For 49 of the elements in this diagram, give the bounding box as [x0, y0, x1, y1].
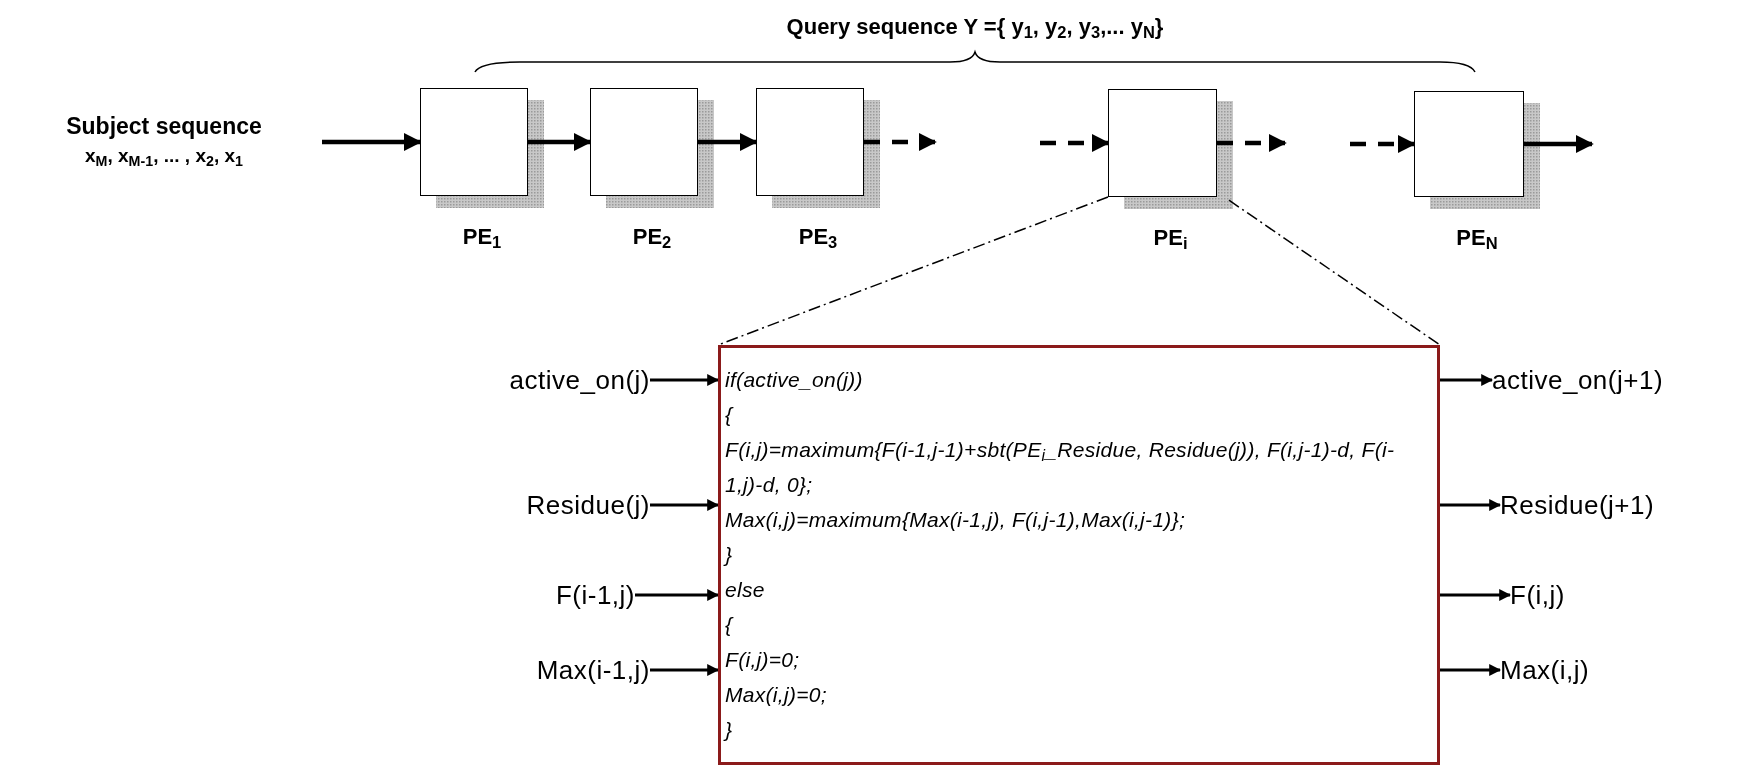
pe-label: PE$_{3}$ — [797, 223, 839, 253]
pe-label: PE$_{N}$ — [1455, 224, 1499, 254]
input-signal: Residue(j) — [526, 488, 650, 522]
pe-logic-box — [718, 345, 1440, 765]
code-line: Max(i,j)=maximum{Max(i-1,j), F(i,j-1),Max(i,j-1)}; — [725, 507, 1187, 533]
arrow — [1040, 134, 1110, 152]
arrow — [650, 499, 720, 511]
arrow — [322, 133, 422, 151]
arrow — [635, 589, 720, 601]
arrow — [864, 133, 937, 151]
output-signal: Residue(j+1) — [1500, 488, 1655, 522]
output-signal: active_on(j+1) — [1492, 363, 1664, 397]
zoom-line — [1228, 199, 1441, 346]
code-line: { — [725, 402, 735, 428]
arrow — [698, 133, 758, 151]
input-signal: F(i-1,j) — [555, 578, 635, 612]
arrow — [528, 133, 592, 151]
processing-element-box — [420, 88, 528, 196]
processing-element-box — [756, 88, 864, 196]
arrow — [1350, 135, 1416, 153]
arrow — [1440, 589, 1512, 601]
processing-element-box — [1414, 91, 1524, 197]
arrow — [650, 374, 720, 386]
input-signal: active_on(j) — [509, 363, 650, 397]
arrow — [650, 664, 720, 676]
arrow — [1440, 499, 1502, 511]
arrow — [1440, 664, 1502, 676]
pe-label: PE$_{i}$ — [1152, 224, 1189, 254]
code-line: } — [725, 542, 734, 568]
output-signal: Max(i,j) — [1500, 653, 1590, 687]
pe-label: PE$_{2}$ — [631, 223, 673, 253]
subject-sequence-elements: x$_{M}$, x$_{M-1}$, ... , x$_{2}$, x$_{1}$ — [85, 144, 243, 170]
arrow — [1217, 134, 1287, 152]
output-signal: F(i,j) — [1510, 578, 1565, 612]
processing-element-box — [590, 88, 698, 196]
code-line: { — [725, 612, 735, 638]
code-line: F(i,j)=0; — [725, 647, 801, 673]
arrow — [1440, 374, 1494, 386]
code-line: F(i,j)=maximum{F(i-1,j-1)+sbt(PE$_{i}$_Residue, Residue(j)), F(i,j-1)-d, F(i-1,j)-d, 0}; — [725, 437, 1396, 498]
subject-sequence-title: Subject sequence — [66, 112, 262, 141]
processing-element-box — [1108, 89, 1217, 197]
arrow — [1524, 135, 1594, 153]
pe-label: PE$_{1}$ — [461, 223, 503, 253]
code-line: if(active_on(j)) — [725, 367, 864, 393]
code-line: else — [725, 577, 766, 603]
code-line: } — [725, 717, 734, 743]
sequence-title: Query sequence Y ={ y$_{1}$, y$_{2}$, y$_{3}$,... y$_{N}$} — [785, 13, 1165, 43]
code-line: Max(i,j)=0; — [725, 682, 828, 708]
input-signal: Max(i-1,j) — [536, 653, 650, 687]
